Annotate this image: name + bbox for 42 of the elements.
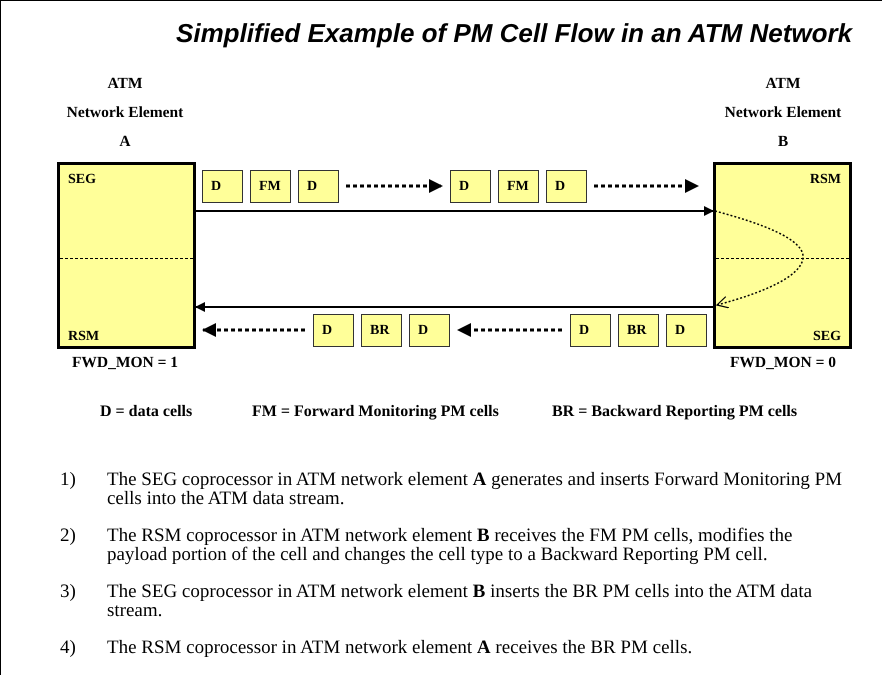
cell-box: D [546, 170, 587, 203]
cell-box: BR [361, 314, 402, 347]
cell-box: D [450, 170, 491, 203]
element-heading: ATM [764, 75, 802, 93]
cell-box: D [298, 170, 339, 203]
legend-text: FM = Forward Monitoring PM cells [252, 403, 499, 421]
cell-box: D [409, 314, 450, 347]
setting-label: FWD_MON = 1 [70, 354, 180, 372]
cell-box: D [313, 314, 354, 347]
cell-box: FM [250, 170, 291, 203]
cell-flow-arrow [202, 323, 305, 337]
element-heading: Network Element [724, 104, 842, 122]
cell-box: FM [498, 170, 539, 203]
element-heading: ATM [106, 75, 144, 93]
element-heading: B [776, 133, 790, 151]
data-stream-arrow [196, 206, 714, 216]
legend-text: D = data cells [100, 403, 192, 421]
cell-box: BR [618, 314, 659, 347]
coprocessor-label: SEG [68, 172, 96, 188]
coprocessor-label: RSM [810, 172, 841, 188]
element-heading: A [118, 133, 132, 151]
legend-text: BR = Backward Reporting PM cells [552, 403, 798, 421]
list-number: 3) [60, 582, 76, 601]
setting-label: FWD_MON = 0 [728, 354, 838, 372]
cell-flow-arrow [594, 179, 699, 193]
diagram-title: Simplified Example of PM Cell Flow in an ATM Network [176, 18, 852, 49]
cell-flow-arrow [346, 179, 443, 193]
cell-box: D [570, 314, 611, 347]
list-number: 2) [60, 526, 76, 545]
list-number: 4) [60, 638, 76, 657]
step-text: The SEG coprocessor in ATM network element A generates and inserts Forward Monitoring PM cells into the ATM data stream. [107, 470, 844, 508]
cell-box: D [666, 314, 707, 347]
turnaround-arrow [714, 210, 804, 308]
coprocessor-label: SEG [812, 329, 841, 345]
step-text: The RSM coprocessor in ATM network element A receives the BR PM cells. [107, 638, 694, 657]
step-text: The RSM coprocessor in ATM network element B receives the FM PM cells, modifies the payload portion of the cell and changes the cell type to a Backward Reporting PM cell. [107, 526, 794, 564]
element-heading: Network Element [66, 104, 184, 122]
step-text: The SEG coprocessor in ATM network element B inserts the BR PM cells into the ATM data stream. [107, 582, 814, 620]
list-number: 1) [60, 470, 76, 489]
cell-box: D [202, 170, 243, 203]
coprocessor-label: RSM [68, 329, 100, 345]
cell-flow-arrow [457, 323, 562, 337]
